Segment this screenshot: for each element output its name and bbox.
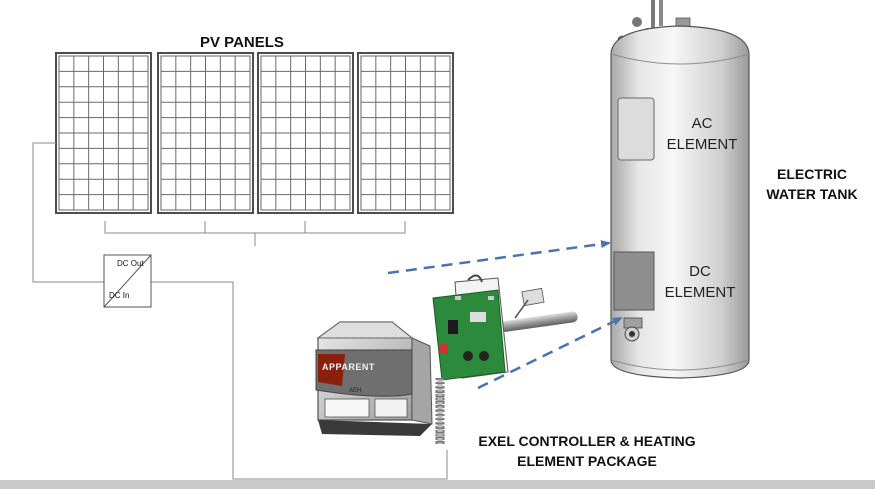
dc-converter-icon [103, 254, 152, 308]
controller-label-line1: EXEL CONTROLLER & HEATING [478, 433, 696, 449]
water-tank-label: ELECTRIC WATER TANK [752, 164, 872, 204]
dc-element-label: DC ELEMENT [660, 261, 740, 303]
bottom-shadow [0, 480, 875, 489]
arrows [387, 240, 623, 390]
heating-element-icon [432, 274, 578, 444]
ac-element-label: AC ELEMENT [662, 113, 742, 155]
controller-box-icon [315, 321, 433, 436]
converter-dc-out-label: DC Out [117, 259, 144, 268]
dc-element-label-line1: DC [689, 263, 711, 280]
ac-element-label-line2: ELEMENT [666, 136, 738, 153]
arrow-to-dc [477, 316, 623, 390]
pv-panel-icon [157, 52, 254, 214]
dc-element-label-line2: ELEMENT [664, 284, 736, 301]
pv-panel-icon [357, 52, 454, 214]
converter-dc-in-label: DC In [109, 291, 130, 300]
pv-panels-title: PV PANELS [200, 34, 284, 51]
controller-brand-label: APPARENT [322, 362, 375, 372]
water-tank-label-line1: ELECTRIC [777, 166, 847, 182]
controller-model-label: AEH [349, 388, 362, 394]
panel-wiring [32, 142, 448, 480]
water-tank-label-line2: WATER TANK [766, 186, 858, 202]
controller-package-label: EXEL CONTROLLER & HEATING ELEMENT PACKAG… [452, 431, 722, 471]
pv-panel-icon [55, 52, 152, 214]
pv-panel-icon [257, 52, 354, 214]
controller-label-line2: ELEMENT PACKAGE [517, 453, 657, 469]
ac-element-label-line1: AC [691, 115, 713, 132]
arrow-to-ac [387, 240, 611, 275]
pv-panel-array [55, 52, 454, 214]
water-tank-icon [610, 0, 750, 379]
circuit-board-icon [432, 289, 506, 381]
